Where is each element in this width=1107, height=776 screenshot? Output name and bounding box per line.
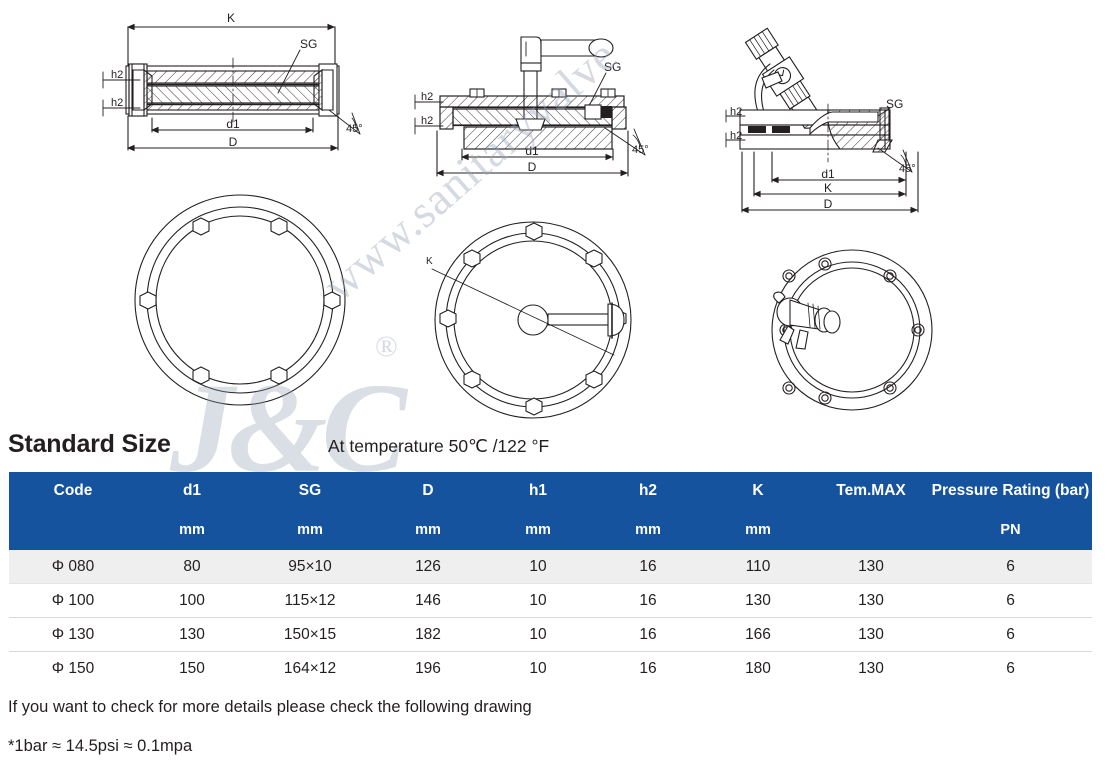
cell-sg: 164×12 bbox=[283, 659, 337, 677]
svg-text:d1: d1 bbox=[525, 144, 539, 158]
cell-k: 130 bbox=[703, 583, 813, 618]
svg-text:h2: h2 bbox=[730, 106, 742, 118]
cell-h1: 10 bbox=[483, 583, 593, 618]
table-header-row-units: mm mm mm mm mm mm PN bbox=[9, 510, 1092, 550]
cell-d: 126 bbox=[373, 550, 483, 584]
cell-tem-max: 130 bbox=[813, 617, 929, 652]
col-unit-sg: mm bbox=[247, 510, 373, 550]
drawing-top-middle: h2 h2 SG d1 D 45° bbox=[414, 36, 649, 177]
svg-text:45°: 45° bbox=[899, 163, 916, 175]
cell-h2: 16 bbox=[593, 583, 703, 618]
svg-text:h2: h2 bbox=[421, 91, 433, 103]
col-header-k: K bbox=[703, 472, 813, 510]
standard-size-section: Standard Size At temperature 50℃ /122 °F… bbox=[0, 428, 1107, 776]
cell-d1: 130 bbox=[137, 617, 247, 652]
cell-d1: 80 bbox=[137, 550, 247, 584]
cell-tem-max: 130 bbox=[813, 550, 929, 584]
technical-drawings-area: K h2 h2 SG bbox=[102, 11, 933, 419]
col-header-d1: d1 bbox=[137, 472, 247, 510]
svg-text:SG: SG bbox=[300, 37, 317, 51]
cell-k: 110 bbox=[703, 550, 813, 584]
col-header-code: Code bbox=[9, 472, 137, 510]
table-row: Φ 100 100 115×12 146 10 16 130 130 6 bbox=[9, 583, 1092, 618]
drawings-svg: K h2 h2 SG bbox=[102, 11, 933, 419]
col-header-d: D bbox=[373, 472, 483, 510]
col-header-h1: h1 bbox=[483, 472, 593, 510]
cell-sg: 115×12 bbox=[247, 583, 373, 618]
svg-text:h2: h2 bbox=[730, 130, 742, 142]
col-unit-d1: mm bbox=[137, 510, 247, 550]
cell-code: Φ 150 bbox=[51, 659, 95, 677]
cell-k: 180 bbox=[745, 659, 771, 677]
cell-d: 146 bbox=[373, 583, 483, 618]
drawing-bottom-middle: K bbox=[426, 221, 632, 419]
svg-text:h2: h2 bbox=[111, 97, 123, 109]
col-header-pressure-rating: Pressure Rating (bar) bbox=[929, 472, 1092, 510]
table-body: Φ 080 80 95×10 126 10 16 110 130 6 Φ 100… bbox=[9, 550, 1092, 685]
drawing-bottom-right bbox=[771, 249, 933, 411]
drawing-bottom-left bbox=[134, 194, 346, 406]
cell-k: 166 bbox=[703, 617, 813, 652]
col-header-h2: h2 bbox=[593, 472, 703, 510]
svg-text:h2: h2 bbox=[421, 115, 433, 127]
table-header: Code d1 SG D h1 h2 K Tem.MAX Pressure Ra… bbox=[9, 472, 1092, 550]
svg-text:45°: 45° bbox=[632, 144, 649, 156]
table-header-row-labels: Code d1 SG D h1 h2 K Tem.MAX Pressure Ra… bbox=[9, 472, 1092, 510]
cell-tem-max: 130 bbox=[813, 583, 929, 618]
svg-text:K: K bbox=[227, 11, 235, 25]
svg-text:h2: h2 bbox=[111, 69, 123, 81]
cell-h2: 16 bbox=[593, 550, 703, 584]
spec-title-row: Standard Size At temperature 50℃ /122 °F bbox=[0, 428, 1107, 472]
col-unit-h2: mm bbox=[593, 510, 703, 550]
cell-h1: 10 bbox=[483, 617, 593, 652]
col-unit-tem-max bbox=[813, 510, 929, 550]
cell-code: Φ 130 bbox=[9, 617, 137, 652]
col-unit-k: mm bbox=[703, 510, 813, 550]
svg-text:D: D bbox=[824, 197, 833, 211]
cell-d1: 150 bbox=[179, 659, 205, 677]
col-header-tem-max: Tem.MAX bbox=[813, 472, 929, 510]
col-unit-h1: mm bbox=[483, 510, 593, 550]
cell-h2: 16 bbox=[593, 617, 703, 652]
table-row: Φ 080 80 95×10 126 10 16 110 130 6 bbox=[9, 550, 1092, 584]
cell-d1: 100 bbox=[137, 583, 247, 618]
cell-code: Φ 080 bbox=[9, 550, 137, 584]
cell-code: Φ 100 bbox=[9, 583, 137, 618]
svg-text:K: K bbox=[824, 181, 832, 195]
svg-text:D: D bbox=[229, 135, 238, 149]
col-unit-d: mm bbox=[373, 510, 483, 550]
page-title: Standard Size bbox=[8, 430, 171, 458]
col-unit-pn: PN bbox=[929, 510, 1092, 550]
svg-text:SG: SG bbox=[886, 97, 903, 111]
svg-text:d1: d1 bbox=[821, 167, 835, 181]
col-unit-code bbox=[9, 510, 137, 550]
cell-h1: 10 bbox=[483, 550, 593, 584]
standard-size-table: Code d1 SG D h1 h2 K Tem.MAX Pressure Ra… bbox=[9, 472, 1092, 685]
cell-pn: 6 bbox=[929, 617, 1092, 652]
svg-text:d1: d1 bbox=[226, 117, 240, 131]
cell-pn: 6 bbox=[1006, 659, 1015, 677]
cell-sg: 150×15 bbox=[247, 617, 373, 652]
cell-h2: 16 bbox=[639, 659, 657, 677]
cell-sg: 95×10 bbox=[247, 550, 373, 584]
drawing-top-left: K h2 h2 SG bbox=[102, 11, 363, 152]
cell-pn: 6 bbox=[929, 550, 1092, 584]
svg-text:D: D bbox=[528, 160, 537, 174]
cell-h1: 10 bbox=[529, 659, 547, 677]
table-row: Φ 130 130 150×15 182 10 16 166 130 6 bbox=[9, 617, 1092, 652]
footnote-more-details: If you want to check for more details pl… bbox=[8, 698, 532, 716]
table-row: Φ 150 150 164×12 196 10 16 180 130 6 bbox=[9, 652, 1092, 686]
temperature-note: At temperature 50℃ /122 °F bbox=[328, 436, 550, 456]
cell-pn: 6 bbox=[929, 583, 1092, 618]
cell-d: 196 bbox=[415, 659, 441, 677]
svg-text:K: K bbox=[426, 256, 433, 267]
drawing-top-right: h2 h2 SG d1 K D 45° bbox=[725, 27, 919, 214]
cell-d: 182 bbox=[373, 617, 483, 652]
col-header-sg: SG bbox=[247, 472, 373, 510]
footnotes: If you want to check for more details pl… bbox=[8, 699, 1107, 754]
footnote-bar-conversion: *1bar ≈ 14.5psi ≈ 0.1mpa bbox=[8, 736, 193, 755]
svg-text:45°: 45° bbox=[346, 123, 363, 135]
cell-tem-max: 130 bbox=[858, 659, 884, 677]
svg-text:SG: SG bbox=[604, 60, 621, 74]
